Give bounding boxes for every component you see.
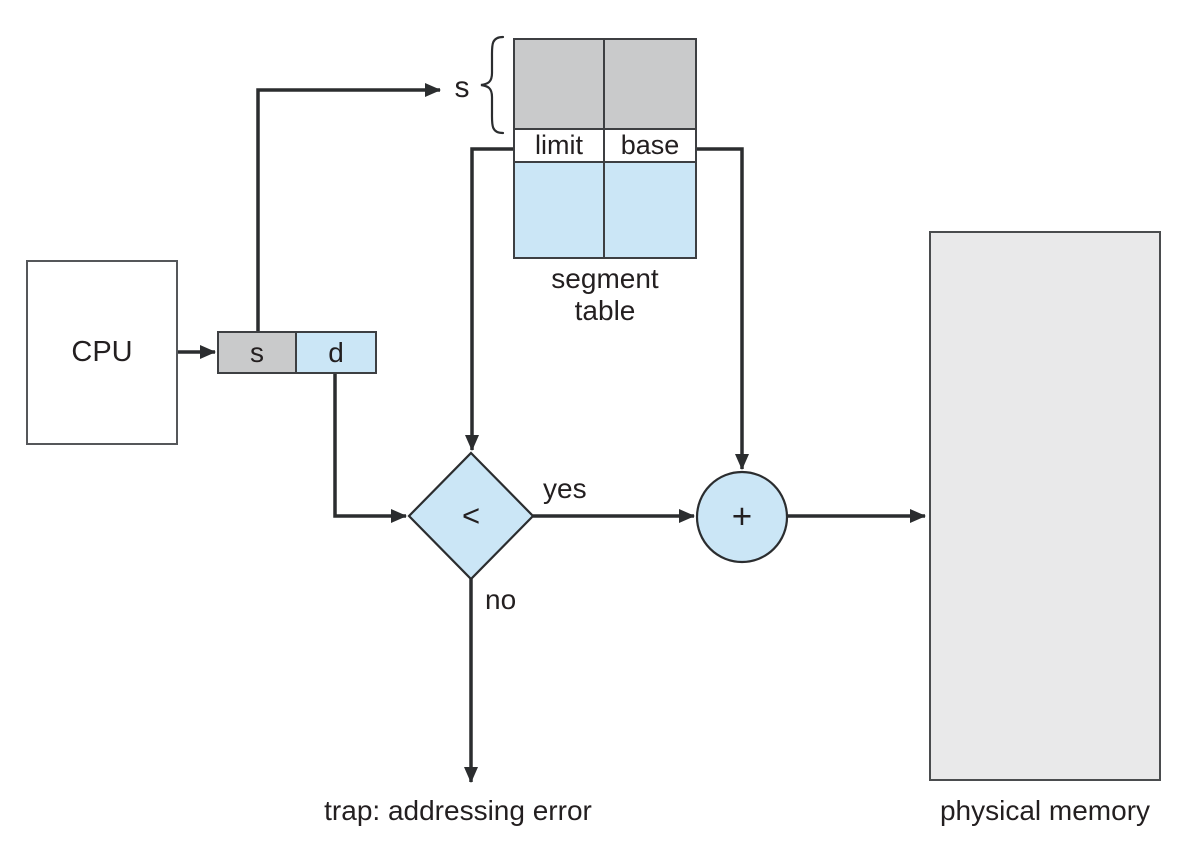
offset-cell: d bbox=[295, 333, 375, 372]
physical-memory-box bbox=[929, 231, 1161, 781]
segment-number-cell: s bbox=[219, 333, 296, 372]
segment-table-upper-right-cell bbox=[605, 40, 695, 130]
limit-to-comparator-arrow bbox=[465, 147, 514, 451]
comparator-label: < bbox=[461, 498, 481, 534]
segment-pointer-label: s bbox=[454, 71, 470, 104]
comparator-diamond bbox=[407, 451, 535, 581]
limit-cell: limit bbox=[515, 130, 605, 163]
segment-table-caption: segment table bbox=[513, 263, 697, 327]
trap-label: trap: addressing error bbox=[324, 795, 592, 826]
yes-label: yes bbox=[543, 473, 587, 504]
offset-label: d bbox=[328, 336, 344, 368]
segment-table-caption-line2: table bbox=[574, 295, 636, 327]
no-label: no bbox=[485, 584, 517, 615]
segment-table-upper-left-cell bbox=[515, 40, 605, 130]
adder-label: + bbox=[731, 496, 753, 536]
base-cell: base bbox=[605, 130, 695, 163]
segment-table-caption-line1: segment bbox=[551, 263, 659, 294]
adder-circle bbox=[695, 470, 789, 564]
segment-number-to-table-arrow bbox=[256, 83, 441, 332]
segment-table-lower-left-cell bbox=[515, 163, 605, 257]
base-label: base bbox=[620, 130, 680, 160]
physical-memory-label: physical memory bbox=[939, 795, 1151, 826]
segment-number-label: s bbox=[250, 336, 265, 368]
segment-table-lower-right-cell bbox=[605, 163, 695, 257]
limit-label: limit bbox=[535, 130, 583, 160]
logical-address-register: s d bbox=[217, 331, 377, 374]
cpu-box: CPU bbox=[26, 260, 178, 445]
offset-to-comparator-arrow bbox=[333, 373, 407, 523]
cpu-label: CPU bbox=[71, 336, 133, 368]
segment-table: limit base bbox=[513, 38, 697, 259]
brace-icon bbox=[480, 35, 505, 135]
base-to-adder-arrow bbox=[696, 147, 749, 470]
